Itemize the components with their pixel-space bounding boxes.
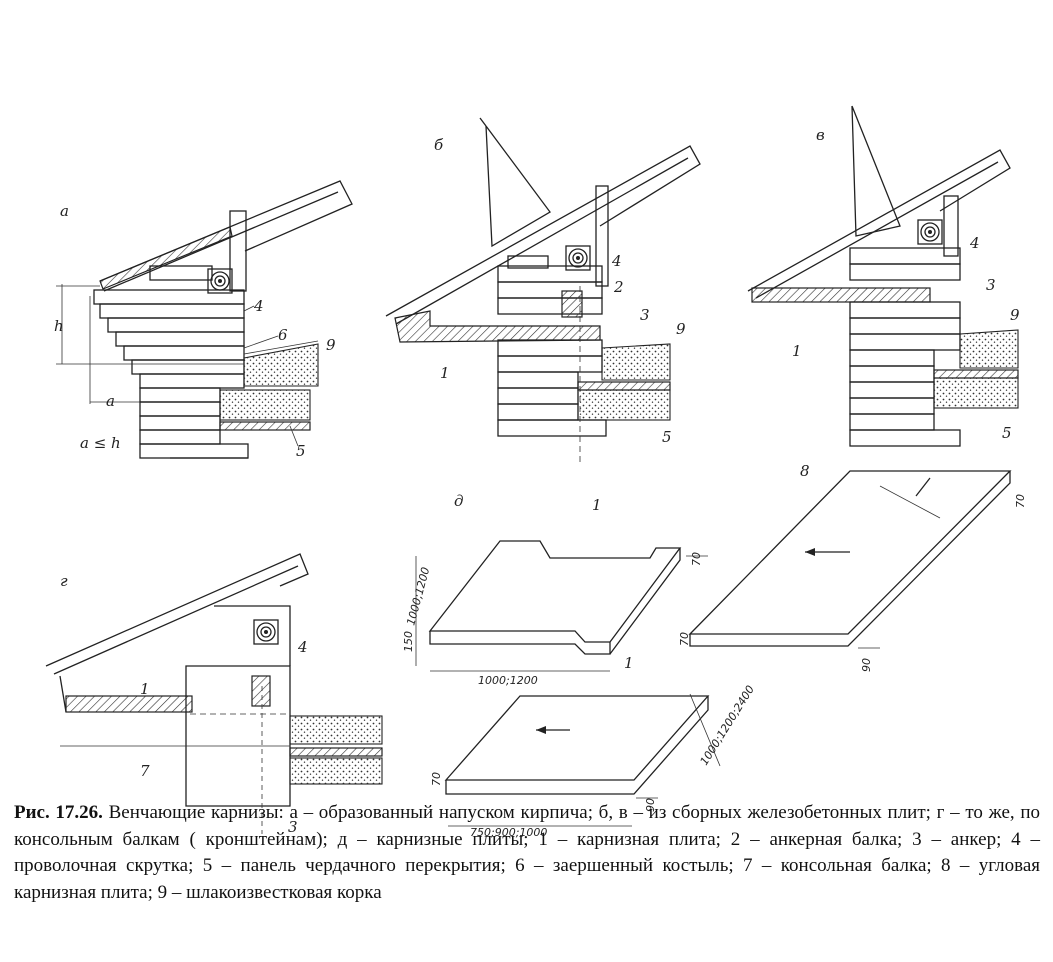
panel-d-num-8: 8 xyxy=(800,462,810,480)
panel-v-num-1: 1 xyxy=(792,342,802,360)
panel-a-num-4: 4 xyxy=(253,297,264,315)
panel-d-num-1-lower: 1 xyxy=(624,654,634,672)
panel-b-num-9: 9 xyxy=(676,320,686,338)
panel-g-num-4: 4 xyxy=(297,638,308,656)
panel-g-drawing: г 1 4 7 3 xyxy=(45,553,383,836)
dim-70-corner: 70 xyxy=(1014,494,1027,508)
dim-a-label: a xyxy=(106,392,115,410)
dim-750-900-1000: 750;900;1000 xyxy=(470,826,547,839)
panel-b-drawing: б 4 2 3 9 1 5 xyxy=(385,117,701,466)
panel-b-num-2: 2 xyxy=(613,278,624,296)
panel-v-num-4: 4 xyxy=(969,234,980,252)
panel-b-label: б xyxy=(434,136,444,154)
dim-70-upper: 70 xyxy=(690,552,703,566)
panel-g-label: г xyxy=(60,572,68,590)
dim-1000-1200-horizontal: 1000;1200 xyxy=(478,674,538,687)
panel-g-num-1: 1 xyxy=(140,680,150,698)
panel-a-num-6: 6 xyxy=(278,326,288,344)
figure-caption: Рис. 17.26. Венчающие карнизы: а – образ… xyxy=(14,800,1040,906)
dim-70-lower: 70 xyxy=(430,772,443,786)
panel-a-num-5: 5 xyxy=(296,442,306,460)
relation-label: a ≤ h xyxy=(80,434,121,452)
panel-v-num-9: 9 xyxy=(1010,306,1020,324)
panel-v-num-3: 3 xyxy=(986,276,996,294)
dim-1000-1200-vertical: 1000;1200 xyxy=(404,566,432,627)
dim-70-middle: 70 xyxy=(678,632,691,646)
panel-b-num-4: 4 xyxy=(611,252,622,270)
panel-b-num-1: 1 xyxy=(440,364,450,382)
dim-150: 150 xyxy=(402,631,415,652)
panel-v-drawing: в 4 3 9 1 5 xyxy=(747,105,1020,447)
panel-d-drawing: д 1 1 8 1000;1200 150 1000;1200 70 70 70… xyxy=(402,462,1027,839)
panel-a-label: а xyxy=(60,202,69,220)
panel-a-num-9: 9 xyxy=(326,336,336,354)
panel-d-label: д xyxy=(454,492,464,510)
panel-a-drawing: а h a a ≤ h 4 6 9 5 xyxy=(54,180,353,460)
dim-90-lower: 90 xyxy=(644,798,657,812)
panel-g-num-7: 7 xyxy=(140,762,150,780)
caption-text: Венчающие карнизы: а – образованный напу… xyxy=(14,802,1040,903)
dim-h-label: h xyxy=(54,317,64,335)
panel-d-num-1-upper: 1 xyxy=(592,496,602,514)
panel-b-num-3: 3 xyxy=(640,306,650,324)
panel-v-label: в xyxy=(816,126,825,144)
panel-v-num-5: 5 xyxy=(1002,424,1012,442)
dim-90-upper: 90 xyxy=(860,658,873,672)
panel-b-num-5: 5 xyxy=(662,428,672,446)
panel-g-num-3: 3 xyxy=(288,818,298,836)
caption-head: Рис. 17.26. xyxy=(14,802,103,823)
